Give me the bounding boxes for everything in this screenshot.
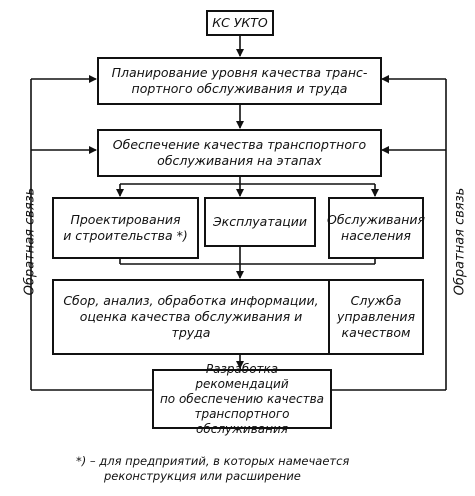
operation-stage-box: Эксплуатации	[204, 197, 316, 247]
planning-text-2: портного обслуживания и труда	[131, 81, 348, 96]
collect-analysis-box: Сбор, анализ, обработка информации, оцен…	[52, 279, 330, 355]
recommend-text-3: транспортного обслуживания	[194, 406, 290, 436]
planning-box: Планирование уровня качества транс- порт…	[97, 57, 382, 105]
recommend-text-2: по обеспечению качества	[159, 391, 325, 406]
collect-text-2: оценка качества обслуживания и	[79, 309, 303, 324]
design-text-2: и строительства *)	[63, 228, 188, 243]
design-stage-box: Проектирования и строительства *)	[52, 197, 199, 259]
recommend-text-1: Разработка рекомендаций	[195, 361, 289, 391]
mgmt-text-3: качеством	[341, 325, 411, 340]
quality-management-box: Служба управления качеством	[328, 279, 424, 355]
ks-ukto-box: КС УКТО	[206, 10, 274, 36]
quality-text-2: обслуживания на этапах	[157, 153, 322, 168]
planning-text-1: Планирование уровня качества транс-	[111, 65, 368, 80]
operation-text: Эксплуатации	[212, 214, 308, 229]
design-text-1: Проектирования	[70, 212, 181, 227]
ks-ukto-label: КС УКТО	[212, 15, 268, 30]
footnote-line-1: *) – для предприятий, в которых намечает…	[76, 454, 350, 468]
quality-box: Обеспечение качества транспортного обслу…	[97, 129, 382, 177]
footnote: *) – для предприятий, в которых намечает…	[76, 454, 466, 484]
service-stage-box: Обслуживания населения	[326, 197, 426, 259]
mgmt-text-2: управления	[336, 309, 416, 324]
quality-text-1: Обеспечение качества транспортного	[112, 137, 367, 152]
recommendations-box: Разработка рекомендаций по обеспечению к…	[152, 362, 332, 436]
collect-text-1: Сбор, анализ, обработка информации,	[63, 293, 319, 308]
feedback-right-label: Обратная связь	[452, 187, 468, 296]
collect-text-3: труда	[171, 325, 211, 340]
footnote-line-2: реконструкция или расширение	[104, 469, 301, 483]
mgmt-text-1: Служба	[350, 293, 402, 308]
feedback-left-label: Обратная связь	[22, 187, 38, 296]
service-text-1: Обслуживания	[326, 212, 426, 227]
service-text-2: населения	[341, 228, 411, 243]
